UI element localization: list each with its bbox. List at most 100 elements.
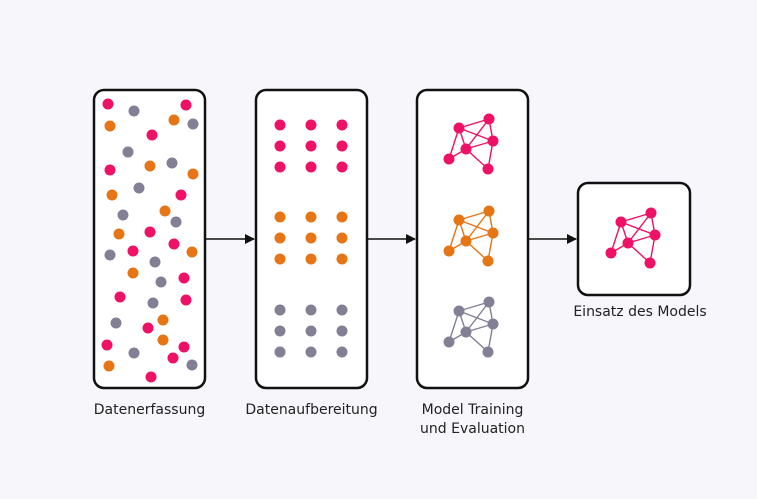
network-node: [483, 113, 495, 125]
network-node: [482, 346, 494, 358]
scattered-point: [114, 291, 126, 303]
network-edge: [458, 219, 494, 234]
grouped-point: [305, 161, 317, 173]
scattered-point: [106, 189, 118, 201]
network-edge: [465, 210, 490, 242]
scattered-point: [180, 294, 192, 306]
network-node: [605, 247, 617, 259]
scattered-point: [128, 105, 140, 117]
network-node: [482, 163, 494, 175]
network-edge: [465, 301, 490, 333]
scattered-point: [145, 371, 157, 383]
scattered-point: [178, 272, 190, 284]
model-networks: [443, 113, 499, 358]
stage-label-datenaufbereitung: Datenaufbereitung: [245, 402, 378, 418]
scattered-point: [144, 160, 156, 172]
network-node: [487, 227, 499, 239]
scattered-point: [117, 209, 129, 221]
scattered-point: [178, 341, 190, 353]
stage-label-einsatz: Einsatz des Models: [573, 304, 707, 320]
grouped-point: [274, 325, 286, 337]
network-node: [622, 237, 634, 249]
scattered-point: [180, 99, 192, 111]
network-node: [483, 205, 495, 217]
scattered-point: [170, 216, 182, 228]
scattered-point: [102, 98, 114, 110]
network-node: [483, 296, 495, 308]
stage-label-model-training: Model Training und Evaluation: [420, 402, 525, 437]
network-node: [460, 235, 472, 247]
scattered-point: [101, 339, 113, 351]
grouped-point: [305, 325, 317, 337]
grouped-point: [305, 346, 317, 358]
stage-label-datenerfassung: Datenerfassung: [93, 402, 206, 418]
stage-box-einsatz: [576, 181, 692, 297]
grouped-point: [305, 119, 317, 131]
scattered-point: [168, 114, 180, 126]
network-node: [453, 214, 465, 226]
network-node: [460, 143, 472, 155]
scattered-point: [157, 334, 169, 346]
grouped-point: [305, 253, 317, 265]
grouped-point: [336, 346, 348, 358]
network-edge: [458, 310, 494, 325]
scattered-point: [110, 317, 122, 329]
scattered-point: [166, 157, 178, 169]
network-node: [443, 336, 455, 348]
network-node: [615, 216, 627, 228]
scattered-point: [187, 168, 199, 180]
scattered-point: [104, 164, 116, 176]
grouped-point: [305, 304, 317, 316]
scattered-point: [104, 120, 116, 132]
scattered-data-points: [101, 98, 199, 383]
grouped-point: [274, 140, 286, 152]
network-node: [487, 318, 499, 330]
scattered-point: [155, 276, 167, 288]
grouped-point: [336, 232, 348, 244]
grouped-point: [336, 253, 348, 265]
grouped-point: [274, 253, 286, 265]
scattered-point: [122, 146, 134, 158]
scattered-point: [113, 228, 125, 240]
scattered-point: [149, 256, 161, 268]
grouped-point: [274, 232, 286, 244]
grouped-point: [336, 119, 348, 131]
scattered-point: [127, 245, 139, 257]
scattered-point: [186, 359, 198, 371]
scattered-point: [159, 205, 171, 217]
scattered-point: [186, 246, 198, 258]
network-edge: [458, 127, 494, 142]
scattered-point: [146, 129, 158, 141]
network-node: [645, 207, 657, 219]
grouped-point: [274, 211, 286, 223]
grouped-data-points: [274, 119, 348, 358]
network-node: [453, 122, 465, 134]
scattered-point: [175, 189, 187, 201]
network-edge: [620, 221, 656, 236]
network-edge: [465, 118, 490, 150]
scattered-point: [103, 360, 115, 372]
scattered-point: [128, 347, 140, 359]
scattered-point: [168, 238, 180, 250]
network-node: [644, 257, 656, 269]
network-node: [443, 153, 455, 165]
scattered-point: [142, 322, 154, 334]
scattered-point: [133, 182, 145, 194]
grouped-point: [336, 161, 348, 173]
grouped-point: [274, 346, 286, 358]
grouped-point: [274, 119, 286, 131]
grouped-point: [336, 140, 348, 152]
scattered-point: [187, 118, 199, 130]
scattered-point: [144, 226, 156, 238]
network-node: [487, 135, 499, 147]
network-edge: [627, 212, 652, 244]
grouped-point: [336, 325, 348, 337]
scattered-point: [167, 352, 179, 364]
grouped-point: [274, 161, 286, 173]
scattered-point: [127, 267, 139, 279]
network-node: [443, 245, 455, 257]
scattered-point: [104, 249, 116, 261]
network-node: [453, 305, 465, 317]
network-node: [460, 326, 472, 338]
